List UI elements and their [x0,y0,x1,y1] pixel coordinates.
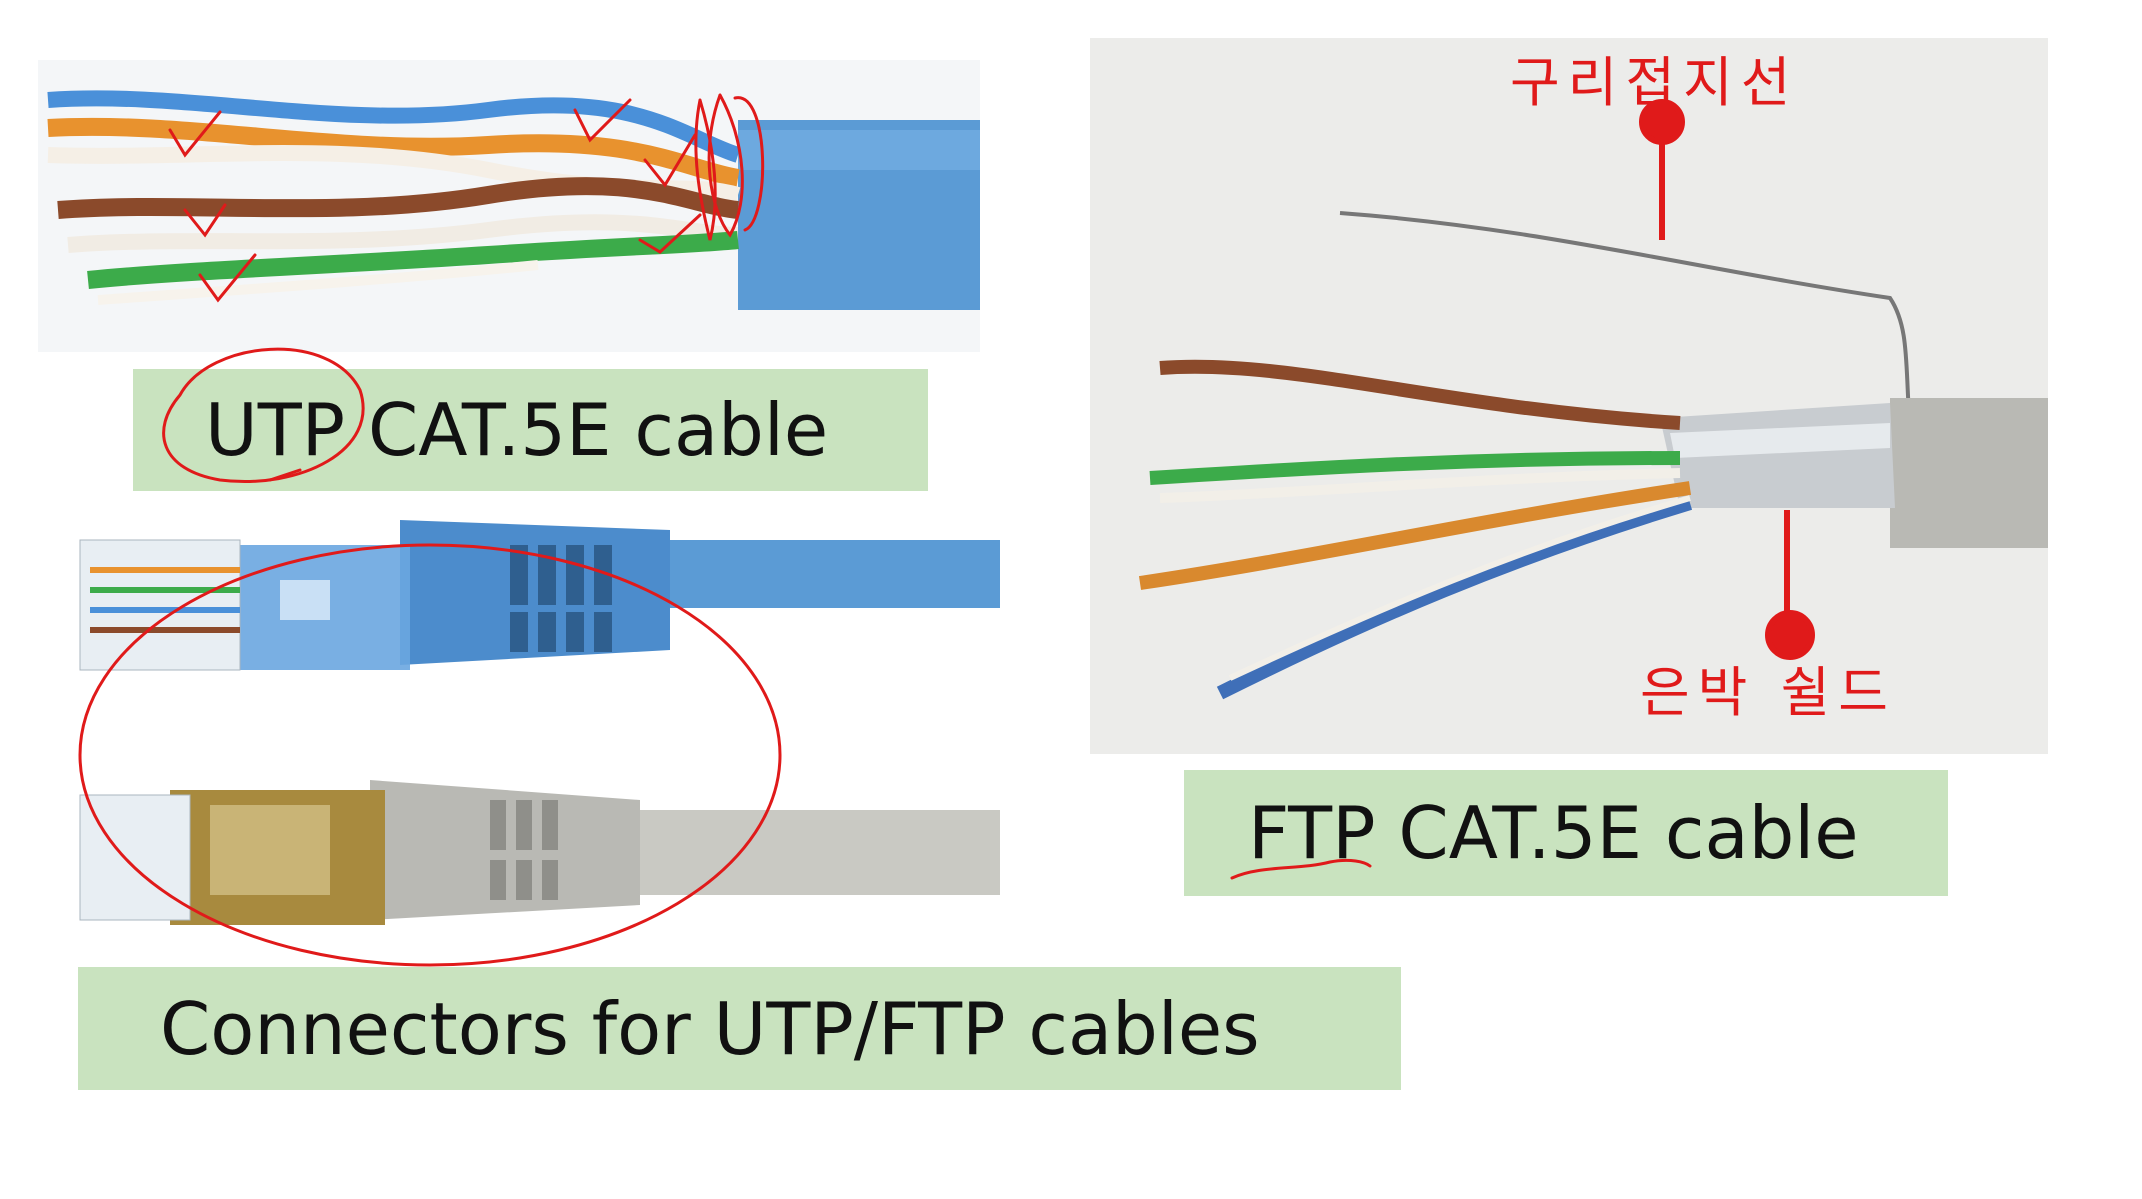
ftp-cable-photo [1090,38,2048,754]
ftp-cable-illustration [1090,38,2048,754]
utp-cable-photo [38,60,980,352]
utp-cable-label: UTP CAT.5E cable [133,369,928,491]
connectors-illustration [70,520,1000,960]
ftp-cable-label: FTP CAT.5E cable [1184,770,1948,896]
connectors-photo [70,520,1000,960]
foil-shield-label: 은박 쉴드 [1640,661,1896,724]
copper-drain-wire-label: 구리접지선 [1510,51,1799,114]
connectors-label: Connectors for UTP/FTP cables [78,967,1401,1090]
utp-cable-illustration [38,60,980,352]
